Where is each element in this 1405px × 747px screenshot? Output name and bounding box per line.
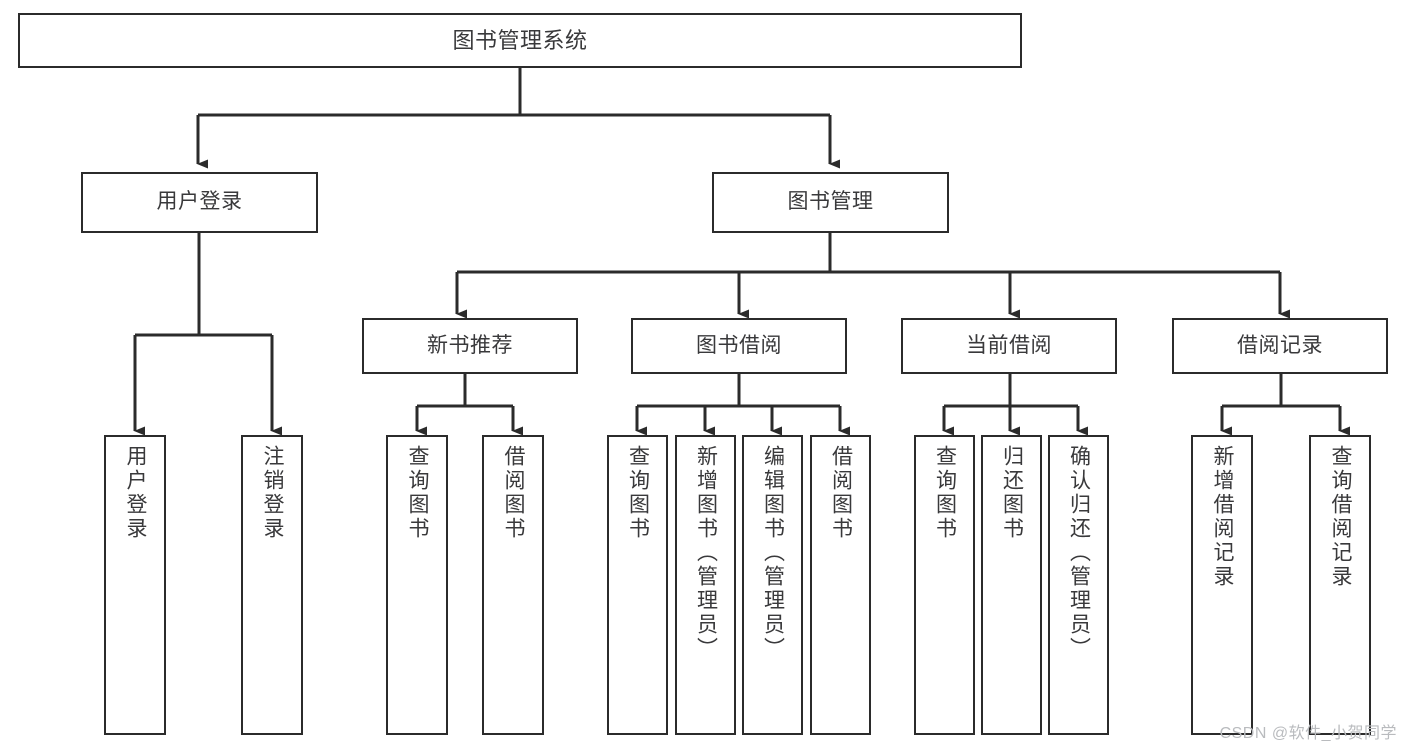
- node-label: 查询图书: [933, 445, 957, 541]
- node-label: 当前借阅: [966, 333, 1052, 357]
- node-leaf-borrow-book[interactable]: 借阅图书: [810, 435, 871, 735]
- node-leaf-edit-book[interactable]: 编辑图书（管理员）: [742, 435, 803, 735]
- node-leaf-add-book[interactable]: 新增图书（管理员）: [675, 435, 736, 735]
- node-label: 查询借阅记录: [1329, 445, 1353, 589]
- node-leaf-user-logout[interactable]: 注销登录: [241, 435, 303, 735]
- node-leaf-query-book-borrow[interactable]: 查询图书: [607, 435, 668, 735]
- node-user-login[interactable]: 用户登录: [81, 172, 318, 233]
- node-label: 新增图书（管理员）: [694, 445, 718, 661]
- node-root-book-management-system[interactable]: 图书管理系统: [18, 13, 1022, 68]
- node-label: 新增借阅记录: [1211, 445, 1235, 589]
- node-leaf-query-book-current[interactable]: 查询图书: [914, 435, 975, 735]
- node-leaf-return-book[interactable]: 归还图书: [981, 435, 1042, 735]
- node-label: 图书借阅: [696, 333, 782, 357]
- node-new-book-recommend[interactable]: 新书推荐: [362, 318, 578, 374]
- node-label: 查询图书: [406, 445, 430, 541]
- node-label: 查询图书: [626, 445, 650, 541]
- node-label: 借阅图书: [829, 445, 853, 541]
- node-label: 用户登录: [124, 445, 148, 541]
- node-book-borrow[interactable]: 图书借阅: [631, 318, 847, 374]
- node-borrow-record[interactable]: 借阅记录: [1172, 318, 1388, 374]
- node-label: 借阅记录: [1237, 333, 1323, 357]
- node-current-borrow[interactable]: 当前借阅: [901, 318, 1117, 374]
- node-leaf-add-borrow-record[interactable]: 新增借阅记录: [1191, 435, 1253, 735]
- node-leaf-user-login[interactable]: 用户登录: [104, 435, 166, 735]
- node-label: 归还图书: [1000, 445, 1024, 541]
- node-label: 用户登录: [156, 190, 243, 214]
- node-leaf-confirm-return[interactable]: 确认归还（管理员）: [1048, 435, 1109, 735]
- node-label: 注销登录: [261, 445, 285, 541]
- node-label: 确认归还（管理员）: [1067, 445, 1091, 661]
- node-label: 新书推荐: [427, 333, 513, 357]
- node-book-manage[interactable]: 图书管理: [712, 172, 949, 233]
- node-label: 图书管理: [787, 190, 874, 214]
- node-label: 借阅图书: [502, 445, 526, 541]
- node-label: 图书管理系统: [452, 27, 588, 53]
- node-label: 编辑图书（管理员）: [761, 445, 785, 661]
- node-leaf-query-book-recommend[interactable]: 查询图书: [386, 435, 448, 735]
- node-leaf-borrow-book-recommend[interactable]: 借阅图书: [482, 435, 544, 735]
- node-leaf-query-borrow-record[interactable]: 查询借阅记录: [1309, 435, 1371, 735]
